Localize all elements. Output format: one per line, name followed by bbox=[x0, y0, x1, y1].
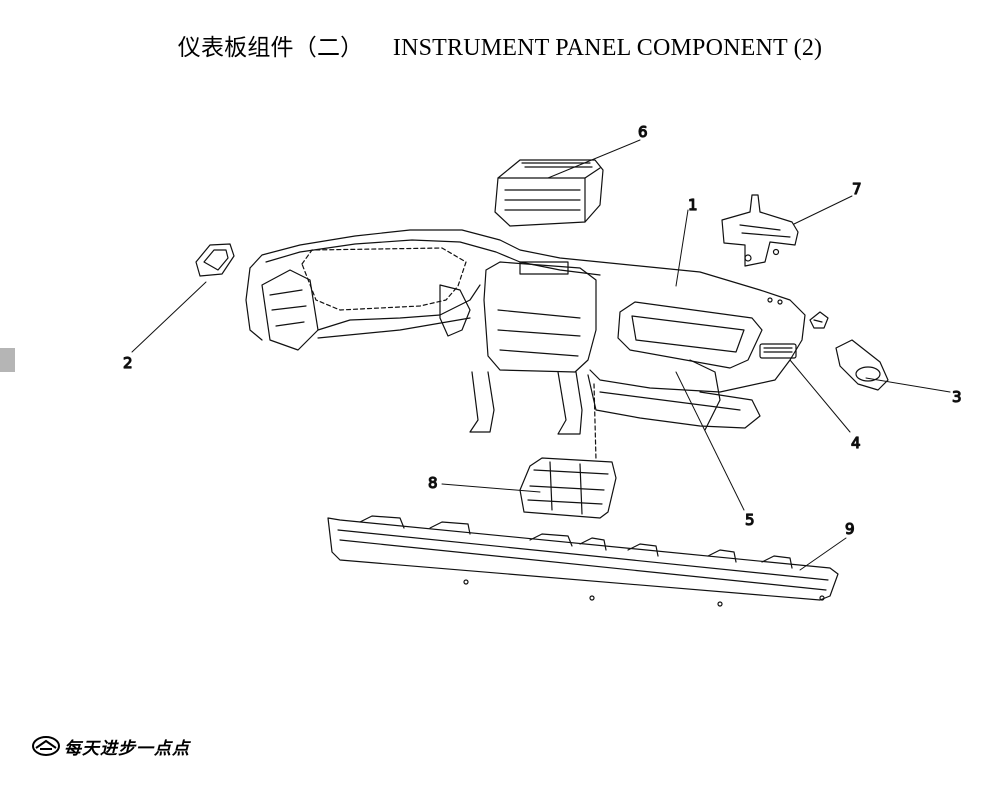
part-9-cross-beam bbox=[327, 515, 839, 607]
part-6-audio-unit bbox=[494, 159, 604, 227]
title-chinese: 仪表板组件（二） bbox=[177, 35, 364, 61]
callout-7: 7 bbox=[852, 180, 862, 198]
clip-fastener bbox=[809, 311, 829, 329]
page-edge-tab bbox=[0, 348, 15, 372]
part-3-right-vent bbox=[835, 339, 889, 391]
part-8-console-bracket bbox=[519, 457, 617, 519]
part-2-left-vent bbox=[195, 243, 235, 277]
callout-2: 2 bbox=[123, 354, 133, 372]
brand-logo-icon bbox=[32, 736, 60, 760]
callout-4: 4 bbox=[851, 434, 861, 452]
part-7-bracket bbox=[721, 194, 799, 267]
callout-9: 9 bbox=[845, 520, 855, 538]
callout-6: 6 bbox=[638, 123, 648, 141]
callout-1: 1 bbox=[688, 196, 698, 214]
callout-5: 5 bbox=[745, 511, 755, 529]
callout-3: 3 bbox=[952, 388, 962, 406]
leader-lines bbox=[131, 139, 951, 571]
callout-8: 8 bbox=[428, 474, 438, 492]
part-1-instrument-panel bbox=[245, 229, 806, 461]
page-title: 仪表板组件（二） INSTRUMENT PANEL COMPONENT (2) bbox=[0, 28, 1000, 62]
title-english: INSTRUMENT PANEL COMPONENT (2) bbox=[392, 35, 823, 61]
footer-slogan: 每天进步一点点 bbox=[64, 739, 190, 759]
